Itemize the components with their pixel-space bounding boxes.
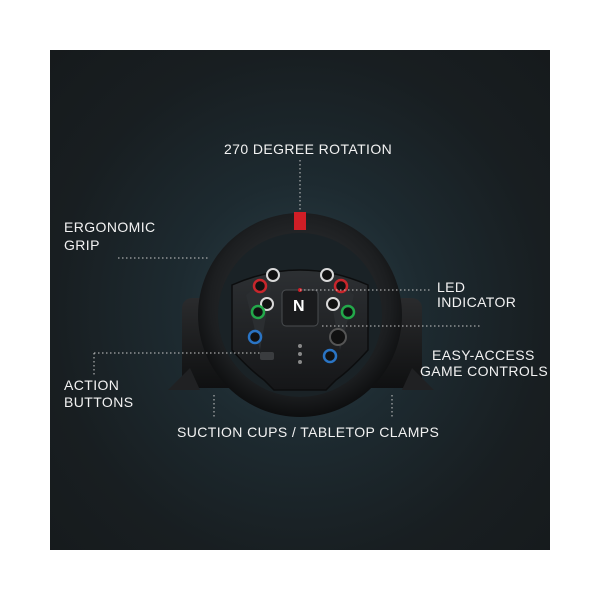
grip-label-line2: GRIP: [64, 237, 100, 253]
product-panel: N 270 DEGREE ROTATION ERGONOMIC GRIP LED…: [50, 50, 550, 550]
hub-logo-letter: N: [293, 298, 305, 315]
dpad: [260, 352, 274, 360]
callout-lines: [93, 160, 480, 418]
steering-wheel-illustration: [93, 160, 480, 418]
face-buttons: [247, 268, 356, 364]
led-label-line2: INDICATOR: [437, 294, 517, 310]
controls-label-line1: EASY-ACCESS: [432, 347, 535, 363]
action-label-line2: BUTTONS: [64, 394, 134, 410]
led-label-line1: LED: [437, 279, 466, 295]
rotation-label: 270 DEGREE ROTATION: [224, 141, 393, 157]
controls-label-line2: GAME CONTROLS: [420, 363, 549, 379]
top-center-marker: [294, 212, 306, 230]
grip-label-line1: ERGONOMIC: [64, 219, 156, 235]
action-label-line1: ACTION: [64, 377, 120, 393]
mount-label: SUCTION CUPS / TABLETOP CLAMPS: [177, 424, 440, 440]
clamp-right: [402, 368, 434, 390]
clamp-left: [168, 368, 200, 390]
